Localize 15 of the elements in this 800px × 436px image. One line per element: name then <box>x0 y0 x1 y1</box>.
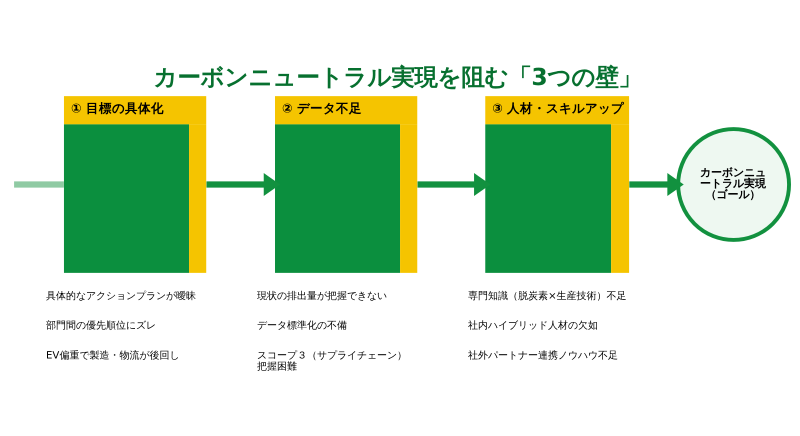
arrow <box>629 172 684 196</box>
label: 現状の排出量が把握できない <box>257 290 388 302</box>
label: 専門知識（脱炭素×生産技術）不足 <box>468 290 627 302</box>
label: データ標準化の不備 <box>257 320 348 332</box>
label: 社内ハイブリッド人材の欠如 <box>468 320 598 332</box>
label: 具体的なアクションプランが曖昧 <box>46 290 196 302</box>
diagram-title: カーボンニュートラル実現を阻む「3つの壁」 <box>153 62 642 91</box>
label: 社外パートナー連携ノウハウ不足 <box>468 350 618 361</box>
arrow <box>206 172 280 196</box>
label: 部門間の優先順位にズレ <box>46 320 156 332</box>
label: スコープ３（サプライチェーン）把握困難 <box>257 350 408 372</box>
node-circle: カーボンニュートラル実現（ゴール） <box>676 126 791 242</box>
arrow <box>418 172 490 196</box>
label: EV偏重で製造・物流が後回し <box>46 350 180 361</box>
connector <box>14 180 64 188</box>
